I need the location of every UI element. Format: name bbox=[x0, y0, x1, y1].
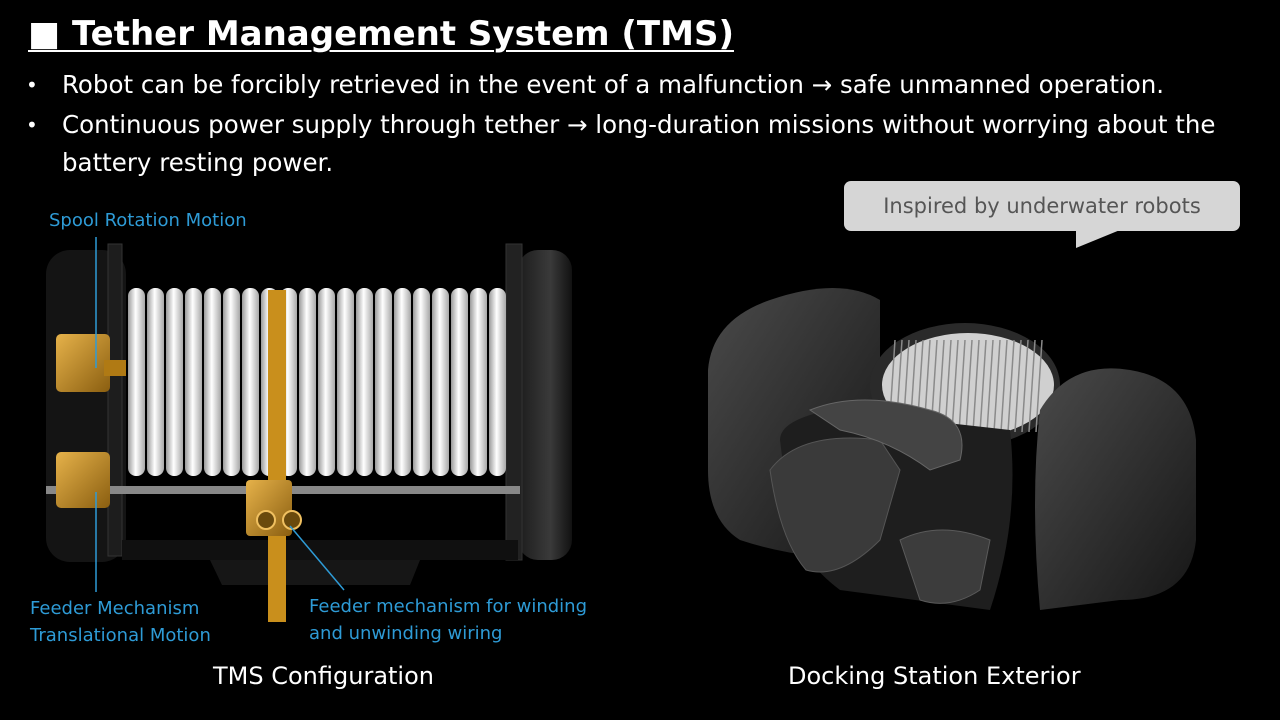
spool-coil-turn bbox=[147, 288, 164, 476]
dock-coil-turn bbox=[979, 339, 987, 433]
dock-coil-turn bbox=[1021, 339, 1029, 433]
dock-coil-turn bbox=[1000, 339, 1008, 433]
dock-coil-turn bbox=[951, 339, 959, 433]
spool-coil-turn bbox=[451, 288, 468, 476]
spool-coil-turn bbox=[242, 288, 259, 476]
label-feeder-winding-line2: and unwinding wiring bbox=[309, 623, 503, 644]
spool-coil-turn bbox=[204, 288, 221, 476]
callout-bubble: Inspired by underwater robots bbox=[844, 181, 1240, 231]
spool-coil-turn bbox=[432, 288, 449, 476]
spool-coil-turn bbox=[128, 288, 145, 476]
dock-coil-turn bbox=[972, 339, 980, 433]
bullet-item: Robot can be forcibly retrieved in the e… bbox=[26, 66, 1266, 104]
spool-coil-turn bbox=[394, 288, 411, 476]
feeder-motor bbox=[56, 452, 110, 508]
dock-coil-turn bbox=[958, 339, 966, 433]
spool-coil-turn bbox=[356, 288, 373, 476]
dock-coil-turn bbox=[986, 339, 994, 433]
label-feeder-winding: Feeder mechanism for winding and unwindi… bbox=[309, 593, 587, 647]
dock-coil-turn bbox=[965, 339, 973, 433]
spool-coil-turn bbox=[413, 288, 430, 476]
slide-title: ■ Tether Management System (TMS) bbox=[28, 14, 734, 54]
label-feeder-mechanism: Feeder Mechanism Translational Motion bbox=[30, 595, 211, 649]
label-feeder-winding-line1: Feeder mechanism for winding bbox=[309, 596, 587, 617]
leader-lines bbox=[95, 237, 345, 592]
tether-spool bbox=[128, 288, 506, 476]
caption-docking-station: Docking Station Exterior bbox=[788, 662, 1081, 690]
spool-coil-turn bbox=[166, 288, 183, 476]
spool-coil-turn bbox=[337, 288, 354, 476]
callout-tail bbox=[1076, 230, 1120, 248]
spool-coil-turn bbox=[489, 288, 506, 476]
spool-coil-turn bbox=[299, 288, 316, 476]
spool-coil-turn bbox=[318, 288, 335, 476]
spool-coil-turn bbox=[185, 288, 202, 476]
bullet-item: Continuous power supply through tether →… bbox=[26, 106, 1266, 182]
label-spool-rotation: Spool Rotation Motion bbox=[49, 210, 247, 231]
spool-coil-turn bbox=[223, 288, 240, 476]
dock-coil-turn bbox=[1014, 339, 1022, 433]
caption-tms-configuration: TMS Configuration bbox=[213, 662, 434, 690]
spool-coil-turn bbox=[470, 288, 487, 476]
label-feeder-mechanism-line1: Feeder Mechanism bbox=[30, 598, 200, 619]
dock-coil-turn bbox=[1007, 339, 1015, 433]
dock-coil-turn bbox=[1035, 339, 1043, 433]
dock-coil-turn bbox=[993, 339, 1001, 433]
docking-station-illustration bbox=[708, 288, 1196, 610]
feeder-rod bbox=[46, 290, 520, 622]
dock-coil-turn bbox=[1028, 339, 1036, 433]
bullet-list: Robot can be forcibly retrieved in the e… bbox=[26, 66, 1266, 184]
label-feeder-mechanism-line2: Translational Motion bbox=[30, 625, 211, 646]
spool-coil-turn bbox=[375, 288, 392, 476]
